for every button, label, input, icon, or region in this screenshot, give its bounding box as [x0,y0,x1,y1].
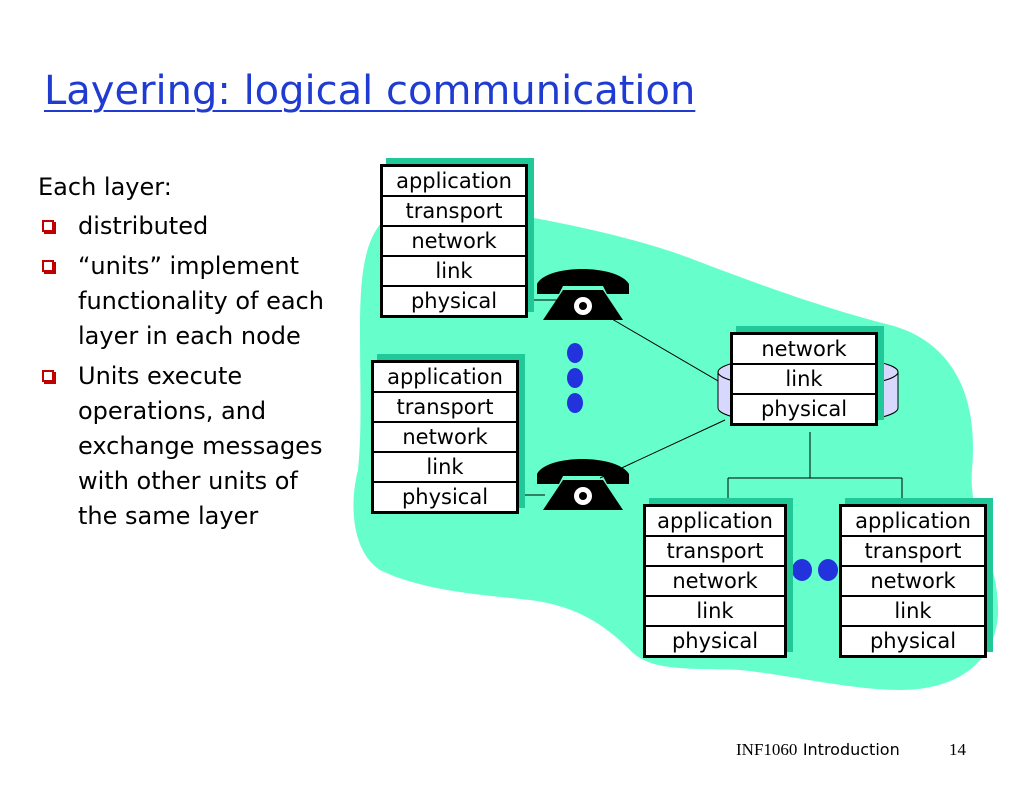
layer-network: network [842,565,984,595]
slide-title: Layering: logical communication [44,68,696,114]
layer-link: link [646,595,784,625]
layer-transport: transport [374,391,516,421]
ellipsis-dots-icon [567,343,583,413]
layer-physical: physical [374,481,516,511]
layer-link: link [374,451,516,481]
bullet-intro: Each layer: [38,173,172,201]
layer-transport: transport [842,535,984,565]
protocol-stack-host-left: application transport network link physi… [371,360,519,514]
layer-physical: physical [646,625,784,655]
layer-transport: transport [383,195,525,225]
bullet-item: distributed [38,209,328,244]
layer-physical: physical [842,625,984,655]
layer-application: application [396,169,512,193]
telephone-icon [537,459,629,510]
layer-application: application [855,509,971,533]
protocol-stack-host-top: application transport network link physi… [380,164,528,318]
protocol-stack-host-bottom-mid: application transport network link physi… [643,504,787,658]
ellipsis-dots-icon [792,559,838,581]
layer-network: network [383,225,525,255]
bullet-list: Each layer: distributed “units” implemen… [38,170,328,539]
protocol-stack-host-bottom-right: application transport network link physi… [839,504,987,658]
layer-application: application [387,365,503,389]
footer-topic: Introduction [802,740,900,759]
layer-application: application [657,509,773,533]
square-bullet-icon [42,370,56,384]
bullet-text: “units” implement functionality of each … [78,252,324,350]
bullet-text: Units execute operations, and exchange m… [78,362,323,530]
layer-network: network [761,337,847,361]
square-bullet-icon [42,260,56,274]
layer-link: link [383,255,525,285]
link-line [599,311,726,386]
protocol-stack-router: network link physical [730,332,878,426]
footer-label: INF1060 Introduction [736,740,900,760]
square-bullet-icon [42,220,56,234]
layer-transport: transport [646,535,784,565]
page-number: 14 [949,740,966,759]
layer-network: network [374,421,516,451]
bullet-item: “units” implement functionality of each … [38,249,328,354]
layer-link: link [733,363,875,393]
telephone-icon [537,269,629,320]
layer-physical: physical [733,393,875,423]
bullet-text: distributed [78,212,209,240]
layer-physical: physical [383,285,525,315]
layer-link: link [842,595,984,625]
bullet-item: Units execute operations, and exchange m… [38,359,328,534]
layer-network: network [646,565,784,595]
footer-course: INF1060 [736,740,798,759]
